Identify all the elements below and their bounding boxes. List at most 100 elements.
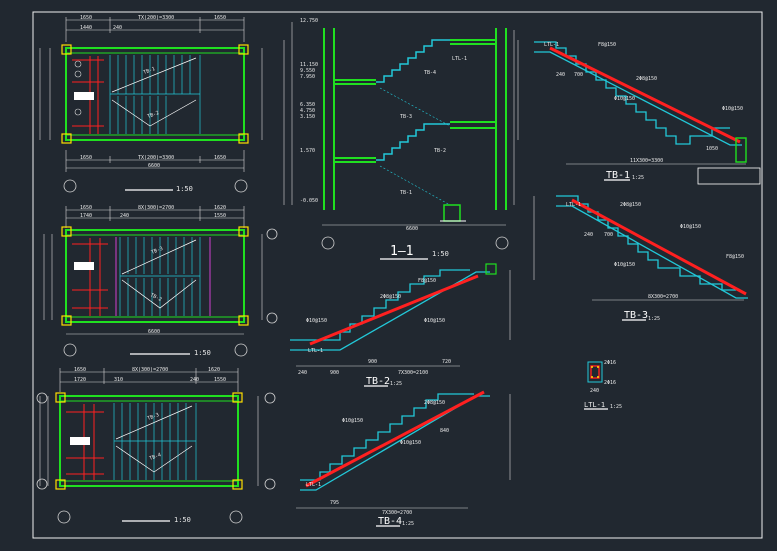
plan3-dim-top2-4: 1550 bbox=[214, 377, 226, 383]
plan2-scale: 1:50 bbox=[194, 349, 211, 357]
ltl1-label-top: 2Φ16 bbox=[604, 360, 616, 366]
section-elev-8: 1.570 bbox=[300, 148, 315, 154]
tb4-dim-2: 795 bbox=[330, 500, 339, 506]
tb2-dim-1: 240 bbox=[298, 370, 307, 376]
detail-tb4: LTL-1 2Φ8@150 Φ10@150 Φ10@150 840 795 7X… bbox=[296, 390, 511, 527]
tb3-dim-1: 8X300=2700 bbox=[648, 294, 678, 300]
tb1-label-ltl1: LTL-1 bbox=[544, 42, 559, 48]
tb3-label-1: 2Φ8@150 bbox=[620, 202, 641, 208]
section-elev-6: 4.750 bbox=[300, 108, 315, 114]
plan3-tag-tb4: TB-4 bbox=[149, 452, 162, 462]
plan2-dim-top2-1: 1740 bbox=[80, 213, 92, 219]
plan1-dim-top2-1: 1440 bbox=[80, 25, 92, 31]
tb3-label-2: Φ10@150 bbox=[680, 224, 701, 230]
plan3-dim-top2-2: 310 bbox=[114, 377, 123, 383]
plan-3: 1650 8X(300)=2700 1620 1720 310 240 1550… bbox=[36, 367, 276, 524]
tb1-label-3: Φ10@150 bbox=[614, 96, 635, 102]
section-elev-7: 3.150 bbox=[300, 114, 315, 120]
tb4-title: TB-4 bbox=[378, 516, 402, 527]
section-tag-ltl1: LTL-1 bbox=[452, 56, 467, 62]
detail-tb2: LTL-1 F8@150 2Φ8@150 Φ10@150 Φ10@150 240… bbox=[290, 263, 511, 387]
plan1-dim-bottom-1: 1650 bbox=[80, 155, 92, 161]
section-dim: 6600 bbox=[406, 226, 418, 232]
tb1-dim-1: 11X300=3300 bbox=[630, 158, 663, 164]
plan1-dim-top-1: 1650 bbox=[80, 15, 92, 21]
plan2-label-box bbox=[74, 262, 94, 270]
tb2-title: TB-2 bbox=[366, 376, 390, 387]
plan3-dim-top2-3: 240 bbox=[190, 377, 199, 383]
detail-tb3: LTL-1 2Φ8@150 Φ10@150 F8@150 Φ10@150 8X3… bbox=[533, 195, 748, 322]
plan-1: 1650 TX(200)=3300 1650 1440 240 1650 TX(… bbox=[39, 15, 263, 193]
ltl1-label-bottom: 2Φ16 bbox=[604, 380, 616, 386]
tb4-dim-3: 7X300=2700 bbox=[382, 510, 412, 516]
plan3-dim-top-1: 1650 bbox=[74, 367, 86, 373]
section-scale: 1:50 bbox=[432, 250, 449, 258]
plan3-dim-top-2: 8X(300)=2700 bbox=[132, 367, 168, 373]
plan1-dim-top-2: TX(200)=3300 bbox=[138, 15, 174, 21]
tb2-scale: 1:25 bbox=[390, 381, 402, 387]
section-elev-2: 11.150 bbox=[300, 62, 318, 68]
tb2-label-ltl1: LTL-1 bbox=[308, 348, 323, 354]
tb2-dim-2: 900 bbox=[330, 370, 339, 376]
plan1-scale: 1:50 bbox=[176, 185, 193, 193]
plan1-walls bbox=[65, 47, 245, 141]
plan1-tag-tb1: TB-1 bbox=[143, 66, 156, 76]
tb1-dim-4: 700 bbox=[574, 72, 583, 78]
plan2-dim-top-1: 1650 bbox=[80, 205, 92, 211]
ltl1-dim: 240 bbox=[590, 388, 599, 394]
tb1-dim-2: 1050 bbox=[706, 146, 718, 152]
plan3-dim-top2-1: 1720 bbox=[74, 377, 86, 383]
tb1-label-1: F8@150 bbox=[598, 42, 616, 48]
plan1-dim-bottom-3: 1650 bbox=[214, 155, 226, 161]
drawing-frame bbox=[32, 11, 763, 539]
tb2-label-1: F8@150 bbox=[418, 278, 436, 284]
section-elev-1: 12.750 bbox=[300, 18, 318, 24]
plan2-tag-tb3: TB-3 bbox=[151, 246, 164, 256]
tb4-label-1: 2Φ8@150 bbox=[424, 400, 445, 406]
plan2-tag-tb2: TB-2 bbox=[149, 292, 162, 303]
section-tag-tb4: TB-4 bbox=[424, 70, 436, 76]
tb1-title: TB-1 bbox=[606, 170, 630, 181]
plan3-scale: 1:50 bbox=[174, 516, 191, 524]
tb3-label-3: F8@150 bbox=[726, 254, 744, 260]
section-tag-tb2: TB-2 bbox=[434, 148, 446, 154]
plan2-dim-top2-2: 240 bbox=[120, 213, 129, 219]
plan1-tag-tb2: TB-2 bbox=[147, 110, 160, 120]
tb3-title: TB-3 bbox=[624, 310, 648, 321]
plan-2: 1650 8X(300)=2700 1620 1740 240 1550 660… bbox=[43, 205, 278, 357]
tb2-label-4: Φ10@150 bbox=[424, 318, 445, 324]
tb2-dim-4: 7X300=2100 bbox=[398, 370, 428, 376]
plan3-label-box bbox=[70, 437, 90, 445]
tb3-dim-2: 240 bbox=[584, 232, 593, 238]
section-1-1: 12.750 11.150 9.550 7.950 6.350 4.750 3.… bbox=[283, 18, 515, 260]
tb1-dim-3: 240 bbox=[556, 72, 565, 78]
tb3-dim-3: 700 bbox=[604, 232, 613, 238]
tb4-label-2: Φ10@150 bbox=[342, 418, 363, 424]
tb3-label-4: Φ10@150 bbox=[614, 262, 635, 268]
ltl1-scale: 1:25 bbox=[610, 404, 622, 410]
plan1-label-box bbox=[74, 92, 94, 100]
plan2-dim-top-2: 8X(300)=2700 bbox=[138, 205, 174, 211]
section-elev-5: 6.350 bbox=[300, 102, 315, 108]
plan1-dim-top-3: 1650 bbox=[214, 15, 226, 21]
tb4-dim-1: 840 bbox=[440, 428, 449, 434]
plan2-dim-top2-3: 1550 bbox=[214, 213, 226, 219]
section-elev-9: -0.050 bbox=[300, 198, 318, 204]
section-elev-3: 9.550 bbox=[300, 68, 315, 74]
plan2-walls bbox=[65, 229, 245, 323]
plan3-dim-top-3: 1620 bbox=[208, 367, 220, 373]
tb3-label-ltl1: LTL-1 bbox=[566, 202, 581, 208]
tb4-scale: 1:25 bbox=[402, 521, 414, 527]
plan1-dim-top2-2: 240 bbox=[113, 25, 122, 31]
tb4-label-3: Φ10@150 bbox=[400, 440, 421, 446]
tb2-label-2: 2Φ8@150 bbox=[380, 294, 401, 300]
plan2-dim-total: 6600 bbox=[148, 329, 160, 335]
section-elev-4: 7.950 bbox=[300, 74, 315, 80]
ltl1-title: LTL-1 bbox=[584, 401, 605, 409]
tb2-label-3: Φ10@150 bbox=[306, 318, 327, 324]
plan3-tag-tb3: TB-3 bbox=[147, 412, 160, 422]
detail-tb1: LTL-1 F8@150 2Φ8@150 Φ10@150 Φ10@150 11X… bbox=[517, 40, 761, 185]
section-tag-tb3: TB-3 bbox=[400, 114, 412, 120]
